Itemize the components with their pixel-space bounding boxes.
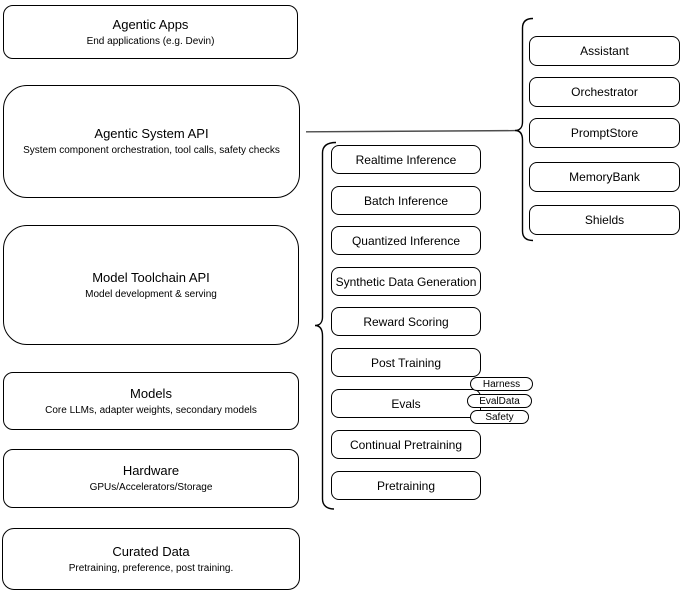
node-batch-inference: Batch Inference xyxy=(331,186,481,215)
node-models: Models Core LLMs, adapter weights, secon… xyxy=(3,372,299,430)
node-hardware: Hardware GPUs/Accelerators/Storage xyxy=(3,449,299,508)
node-title: Agentic Apps xyxy=(112,16,189,32)
node-subtitle: Model development & serving xyxy=(85,288,217,300)
node-promptstore: PromptStore xyxy=(529,118,680,148)
node-pretraining: Pretraining xyxy=(331,471,481,500)
node-reward-scoring: Reward Scoring xyxy=(331,307,481,336)
system-api-to-components-connector xyxy=(305,129,516,133)
node-realtime-inference: Realtime Inference xyxy=(331,145,481,174)
node-post-training: Post Training xyxy=(331,348,481,377)
node-evals: Evals xyxy=(331,389,481,418)
node-subtitle: Core LLMs, adapter weights, secondary mo… xyxy=(45,404,257,416)
node-subtitle: End applications (e.g. Devin) xyxy=(86,35,215,47)
node-orchestrator: Orchestrator xyxy=(529,77,680,107)
node-agentic-apps: Agentic Apps End applications (e.g. Devi… xyxy=(3,5,298,59)
node-model-toolchain-api: Model Toolchain API Model development & … xyxy=(3,225,299,345)
node-subtitle: Pretraining, preference, post training. xyxy=(68,562,234,574)
system-components-group-brace xyxy=(514,17,534,242)
node-curated-data: Curated Data Pretraining, preference, po… xyxy=(2,528,300,590)
node-title: Hardware xyxy=(122,463,180,478)
node-quantized-inference: Quantized Inference xyxy=(331,226,481,255)
node-title: Curated Data xyxy=(112,543,190,559)
node-title: Models xyxy=(130,385,172,401)
node-synthetic-data-generation: Synthetic Data Generation xyxy=(331,267,481,296)
tag-safety: Safety xyxy=(470,410,529,424)
node-title: Model Toolchain API xyxy=(92,269,210,285)
node-shields: Shields xyxy=(529,205,680,235)
node-assistant: Assistant xyxy=(529,36,680,66)
node-title: Agentic System API xyxy=(94,126,209,141)
tag-harness: Harness xyxy=(470,377,533,391)
node-continual-pretraining: Continual Pretraining xyxy=(331,430,481,459)
node-agentic-system-api: Agentic System API System component orch… xyxy=(3,85,300,198)
node-subtitle: System component orchestration, tool cal… xyxy=(23,145,280,156)
tag-evaldata: EvalData xyxy=(467,394,532,408)
node-subtitle: GPUs/Accelerators/Storage xyxy=(89,482,213,493)
toolchain-group-brace xyxy=(314,141,337,510)
node-memorybank: MemoryBank xyxy=(529,162,680,192)
